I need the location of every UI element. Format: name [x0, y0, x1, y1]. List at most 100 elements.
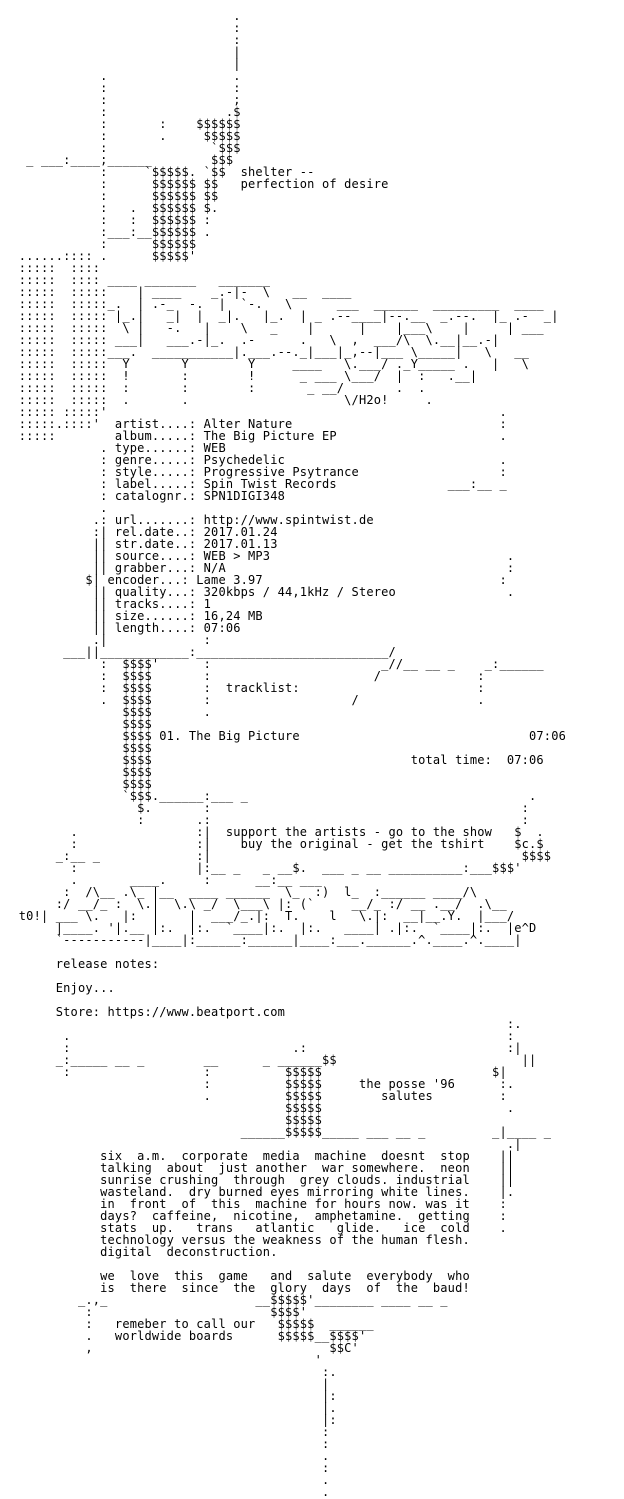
- nfo-line: .: [4, 501, 108, 515]
- nfo-line: .: [4, 1485, 330, 1499]
- nfo-line: : .: :|: [4, 1041, 522, 1055]
- nfo-line: : $$$$' : _//__ __ _ _:______: [4, 657, 544, 671]
- nfo-line: : $$$$$$ $$: [4, 189, 219, 203]
- nfo-line: :.: [4, 1017, 522, 1031]
- nfo-line: ::::: :::::___. ___________|.___.--._|__…: [4, 345, 530, 359]
- nfo-line: stats up. trans atlantic glide. ice cold…: [4, 1221, 507, 1235]
- nfo-line: sunrise crushing through grey clouds. in…: [4, 1173, 515, 1187]
- nfo-line: ___||____________:______________________…: [4, 645, 396, 659]
- nfo-line: || source....: WEB > MP3 .: [4, 549, 515, 563]
- nfo-line: |.: [4, 1401, 337, 1415]
- nfo-line: ::::: ::::: | ____ _.-|- \ __ ____: [4, 285, 352, 299]
- nfo-line: .| :: [4, 633, 212, 647]
- nfo-line: $| encoder...: Lame 3.97 :: [4, 573, 507, 587]
- nfo-line: .: url.......: http://www.spintwist.de: [4, 513, 374, 527]
- nfo-line: .: [4, 1449, 330, 1463]
- nfo-line: |____. '|.__ |:. |:. `____|:. |:. ____| …: [4, 921, 537, 935]
- nfo-line: is there since the glory days of the bau…: [4, 1281, 470, 1295]
- nfo-line: talking about just another war somewhere…: [4, 1161, 515, 1175]
- nfo-line: || tracks....: 1: [4, 597, 212, 611]
- nfo-line: : . $$$$$$ $.: [4, 201, 219, 215]
- nfo-line: : |:__ _ _ __$. ___ _ __ __________:___$…: [4, 861, 522, 875]
- nfo-line: : genre.....: Psychedelic .: [4, 453, 507, 467]
- nfo-line: $$$$$: [4, 1113, 322, 1127]
- nfo-line: ::::: :::::' .: [4, 405, 507, 419]
- nfo-line: || str.date..: 2017.01.13: [4, 537, 278, 551]
- nfo-line: _ ___:____;______ $$$: [4, 153, 234, 167]
- nfo-line: ::::: ::::: . . \/H2o! .: [4, 393, 433, 407]
- nfo-line: $$$$ 01. The Big Picture 07:06: [4, 729, 566, 743]
- nfo-line: . worldwide boards $$$$$__$$$$': [4, 1329, 367, 1343]
- nfo-line: six a.m. corporate media machine doesnt …: [4, 1149, 515, 1163]
- nfo-line: :.: [4, 1365, 337, 1379]
- nfo-line: : catalognr.: SPN1DIGI348: [4, 489, 285, 503]
- nfo-line: $$$$$ .: [4, 1101, 515, 1115]
- nfo-line: : $$$$$$: [4, 237, 197, 251]
- nfo-line: .: [4, 1473, 330, 1487]
- nfo-line: : `$$$: [4, 141, 241, 155]
- nfo-line: days? caffeine, nicotine, amphetamine. g…: [4, 1209, 507, 1223]
- nfo-line: . type......: WEB: [4, 441, 226, 455]
- nfo-line: : `$$$$$. `$$ shelter --: [4, 165, 315, 179]
- nfo-line: ': [4, 1353, 322, 1367]
- nfo-line: wasteland. dry burned eyes mirroring whi…: [4, 1185, 515, 1199]
- nfo-line: |: [4, 1377, 330, 1391]
- nfo-line: :::::.::::' artist....: Alter Nature :: [4, 417, 507, 431]
- nfo-line: : $$$$': [4, 1305, 308, 1319]
- nfo-line: : .: :: [4, 813, 530, 827]
- nfo-line: $$$$ total time: 07:06: [4, 753, 544, 767]
- nfo-line: $. : :: [4, 801, 530, 815]
- nfo-line: : :| buy the original - get the tshirt $…: [4, 837, 544, 851]
- nfo-line: : $$$$$ the posse '96 :.: [4, 1077, 515, 1091]
- nfo-line: :: [4, 1437, 330, 1451]
- nfo-line: in front of this machine for hours now. …: [4, 1197, 507, 1211]
- nfo-line: : ;: [4, 93, 241, 107]
- nfo-line: ......:::: . $$$$$': [4, 249, 197, 263]
- nfo-line: _.,_ __$$$$$'________ ____ __ _: [4, 1293, 448, 1307]
- nfo-line: |: [4, 57, 241, 71]
- nfo-line: : remeber to call our $$$$$ ______: [4, 1317, 374, 1331]
- nfo-line: ::::: ::::: [4, 261, 101, 275]
- nfo-line: :: [4, 21, 241, 35]
- nfo-line: _:_____ __ _ __ _ ______$$ ||: [4, 1053, 537, 1067]
- nfo-line: ::::: :::::_. | .-_ -. | `-. \ ___ _____…: [4, 297, 544, 311]
- nfo-line: `-----------|____|:______:______|____:__…: [4, 933, 522, 947]
- nfo-line: Enjoy...: [4, 981, 115, 995]
- nfo-line: digital deconstruction.: [4, 1245, 278, 1259]
- nfo-line: :/ __/_ : \.| \.\ _/ \___\ |: (` __/_ :/…: [4, 897, 507, 911]
- nfo-line: ::::: album.....: The Big Picture EP .: [4, 429, 507, 443]
- nfo-line: . $$$$$ salutes :: [4, 1089, 507, 1103]
- nfo-line: .: [4, 9, 241, 23]
- nfo-line: ::::: ::::: ___| ___.-|_. .- . \ , ___/\…: [4, 333, 500, 347]
- nfo-line: |: [4, 45, 241, 59]
- nfo-line: ______$$$$$_____ ___ __ _ _|____ _: [4, 1125, 552, 1139]
- nfo-line: :| rel.date..: 2017.01.24: [4, 525, 278, 539]
- nfo-line: we love this game and salute everybody w…: [4, 1269, 470, 1283]
- nfo-line: ::::: :::: ____ _______ _______: [4, 273, 271, 287]
- nfo-line: ::::: ::::: ! : ! _ ___ \___/ | : .__|: [4, 369, 478, 383]
- nfo-line: , $$C': [4, 1341, 359, 1355]
- nfo-line: . .: [4, 69, 241, 83]
- nfo-line: :___:__$$$$$$ .: [4, 225, 212, 239]
- nfo-line: : : $$$$$ $|: [4, 1065, 507, 1079]
- nfo-line: . :| support the artists - go to the sho…: [4, 825, 544, 839]
- nfo-line: |:: [4, 1389, 337, 1403]
- nfo-line: $$$$: [4, 765, 152, 779]
- nfo-line: $$$$: [4, 741, 152, 755]
- nfo-line: : $$$$$$ $$ perfection of desire: [4, 177, 389, 191]
- nfo-line: .|: [4, 1137, 522, 1151]
- nfo-line: ::::: ::::: |_.| _| | _|. |_. | _ .--___…: [4, 309, 559, 323]
- nfo-line: . ____. : __:__ ___: [4, 873, 322, 887]
- nfo-line: : style.....: Progressive Psytrance :: [4, 465, 507, 479]
- nfo-line: : .$: [4, 105, 241, 119]
- nfo-line: || quality...: 320kbps / 44,1kHz / Stere…: [4, 585, 515, 599]
- nfo-line: : label.....: Spin Twist Records ___:__ …: [4, 477, 507, 491]
- nfo-line: : $$$$ : / :: [4, 669, 485, 683]
- nfo-line: : /\__ .\_ |__ ____ ______ \_ :) l_ :___…: [4, 885, 478, 899]
- nfo-line: $$$$: [4, 717, 152, 731]
- nfo-line: . :: [4, 1029, 515, 1043]
- nfo-line: release notes:: [4, 957, 160, 971]
- nfo-line: t0!| ___ \. |: | | ___/_.|: T. l \.|: __…: [4, 909, 515, 923]
- nfo-line: : . $$$$$: [4, 129, 241, 143]
- nfo-line: ::::: ::::: : : : _ __/ . .: [4, 381, 426, 395]
